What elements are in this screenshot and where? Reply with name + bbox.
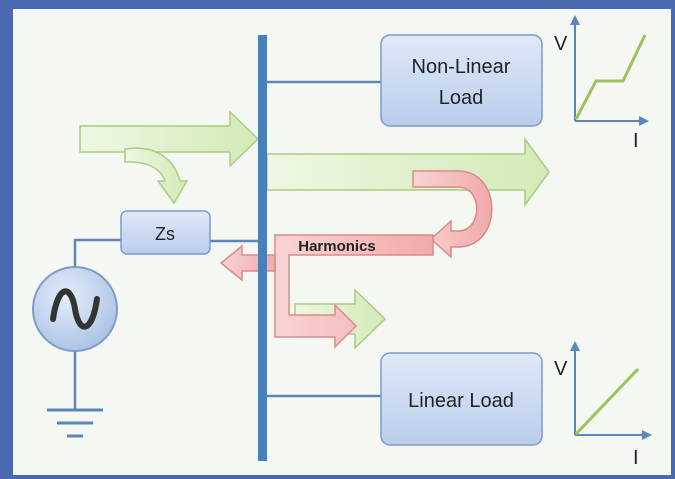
- nonlinear-vi-graph: V I: [554, 15, 649, 152]
- linear-load-label: Linear Load: [408, 390, 514, 412]
- harmonics-label: Harmonics: [298, 238, 376, 255]
- linear-graph-y-arrowhead: [570, 341, 580, 351]
- nonlinear-vi-curve: [574, 34, 647, 120]
- source-to-zs-wire: [73, 238, 121, 267]
- nonlinear-load-box: Non-Linear Load: [380, 34, 543, 127]
- nonlinear-graph-i-label: I: [633, 130, 639, 152]
- nonlinear-graph-x-arrowhead: [639, 116, 649, 126]
- nonlinear-graph-y-arrowhead: [570, 15, 580, 25]
- linear-vi-graph: V I: [554, 341, 652, 469]
- fundamental-output-arrow: [266, 136, 550, 208]
- busbar: [258, 35, 267, 461]
- fundamental-input-arrow: [79, 110, 260, 168]
- source-impedance-box: Zs: [120, 210, 211, 255]
- linear-graph-x-arrowhead: [642, 430, 652, 440]
- linear-load-box: Linear Load: [380, 352, 543, 446]
- zs-label: Zs: [155, 224, 175, 244]
- nonlinear-load-label-line1: Non-Linear: [412, 56, 511, 78]
- harmonic-to-source-arrow: [219, 244, 276, 282]
- fundamental-to-zs-arrow: [124, 147, 189, 205]
- linear-vi-curve: [574, 367, 640, 436]
- wiring: [73, 80, 381, 409]
- linear-graph-v-label: V: [554, 358, 568, 380]
- nonlinear-load-label-line2: Load: [439, 87, 484, 109]
- nonlinear-graph-v-label: V: [554, 33, 568, 55]
- linear-graph-i-label: I: [633, 447, 639, 469]
- harmonic-branch-arrow: [274, 234, 434, 349]
- diagram-canvas: Zs Harmonics Non-Linear Load Linear Load…: [13, 9, 671, 475]
- harmonics-power-diagram: Zs Harmonics Non-Linear Load Linear Load…: [32, 15, 652, 469]
- harmonic-main-arrow: [412, 170, 493, 259]
- ground-icon: [47, 408, 103, 438]
- sine-wave-icon: [50, 288, 100, 330]
- ac-source: [32, 266, 118, 352]
